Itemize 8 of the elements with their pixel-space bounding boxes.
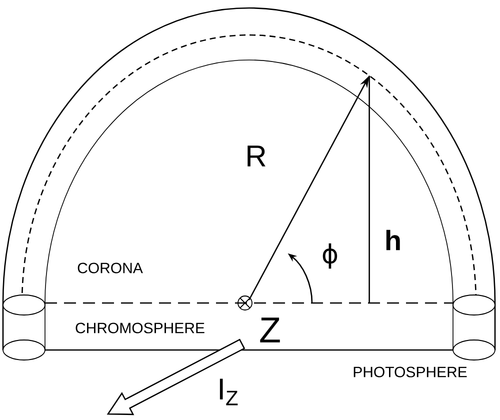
region-label: CORONA	[78, 262, 143, 274]
variable-label: R	[248, 146, 266, 166]
variable-label: Z	[260, 318, 280, 342]
variable-label: h	[386, 230, 400, 250]
region-label: CHROMOSPHERE	[76, 322, 204, 334]
variable-label: ϕ	[322, 243, 338, 269]
variable-label: I$_{Z}$	[220, 378, 238, 406]
region-label: PHOTOSPHERE	[354, 366, 467, 378]
